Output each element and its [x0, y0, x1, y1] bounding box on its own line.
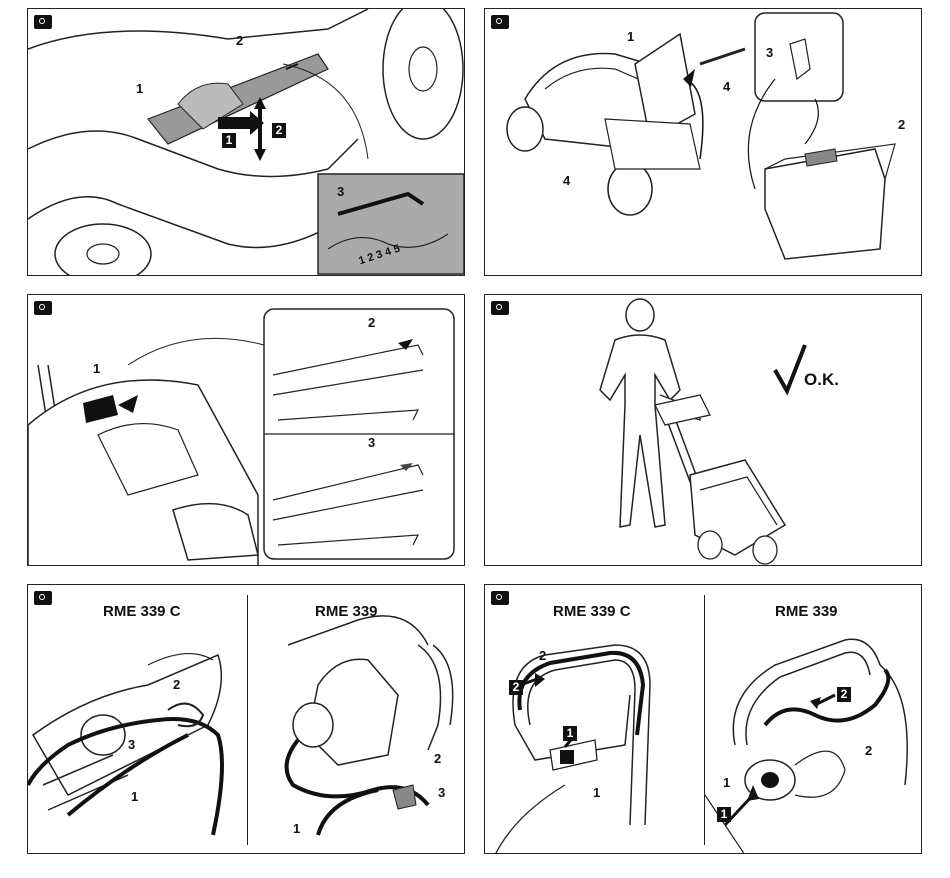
- callout-2: 2: [898, 117, 905, 132]
- callout-2: 2: [236, 33, 243, 48]
- panel-fill-indicator: 1 2 3: [27, 294, 465, 566]
- callout-1-left: 1: [131, 789, 138, 804]
- callout-2-right: 2: [865, 743, 872, 758]
- panel-operating-posture: O.K.: [484, 294, 922, 566]
- step-1-badge-right: 1: [717, 807, 731, 822]
- fill-indicator-illustration: [28, 295, 465, 566]
- operator-illustration: [485, 295, 922, 566]
- camera-icon: [34, 15, 52, 29]
- callout-1: 1: [627, 29, 634, 44]
- camera-icon: [491, 301, 509, 315]
- callout-3: 3: [368, 435, 375, 450]
- step-2-badge-right: 2: [837, 687, 851, 702]
- ok-label: O.K.: [804, 370, 839, 390]
- callout-2-left: 2: [173, 677, 180, 692]
- step-1-badge-left: 1: [563, 726, 577, 741]
- grass-catcher-illustration: [485, 9, 922, 276]
- callout-1-right: 1: [723, 775, 730, 790]
- callout-2: 2: [368, 315, 375, 330]
- model-title-right: RME 339: [775, 603, 838, 620]
- model-title-right: RME 339: [315, 603, 378, 620]
- callout-1-right: 1: [293, 821, 300, 836]
- panel-divider: [704, 595, 705, 845]
- panel-cutting-height: 1 2 3 1 2 1 2 3 4 5: [27, 8, 465, 276]
- callout-1-left: 1: [593, 785, 600, 800]
- camera-icon: [34, 591, 52, 605]
- model-title-left: RME 339 C: [553, 603, 631, 620]
- callout-1: 1: [93, 361, 100, 376]
- panel-cable-relief: RME 339 C RME 339 2 3 1 1 2 3: [27, 584, 465, 854]
- panel-grass-catcher: 1 2 3 4 4: [484, 8, 922, 276]
- model-title-left: RME 339 C: [103, 603, 181, 620]
- step-2-badge: 2: [272, 123, 286, 138]
- camera-icon: [491, 15, 509, 29]
- camera-icon: [491, 591, 509, 605]
- callout-2-left: 2: [539, 648, 546, 663]
- camera-icon: [34, 301, 52, 315]
- callout-2-right: 2: [434, 751, 441, 766]
- panel-divider: [247, 595, 248, 845]
- callout-3-right: 3: [438, 785, 445, 800]
- callout-4-right: 4: [723, 79, 730, 94]
- callout-4-left: 4: [563, 173, 570, 188]
- step-1-badge: 1: [222, 133, 236, 148]
- step-2-badge-left: 2: [509, 680, 523, 695]
- callout-3: 3: [337, 184, 344, 199]
- mower-height-illustration: [28, 9, 465, 276]
- callout-1: 1: [136, 81, 143, 96]
- callout-3: 3: [766, 45, 773, 60]
- panel-switch-operation: RME 339 C RME 339 2 2 1 1 2 2 1 1: [484, 584, 922, 854]
- callout-3-left: 3: [128, 737, 135, 752]
